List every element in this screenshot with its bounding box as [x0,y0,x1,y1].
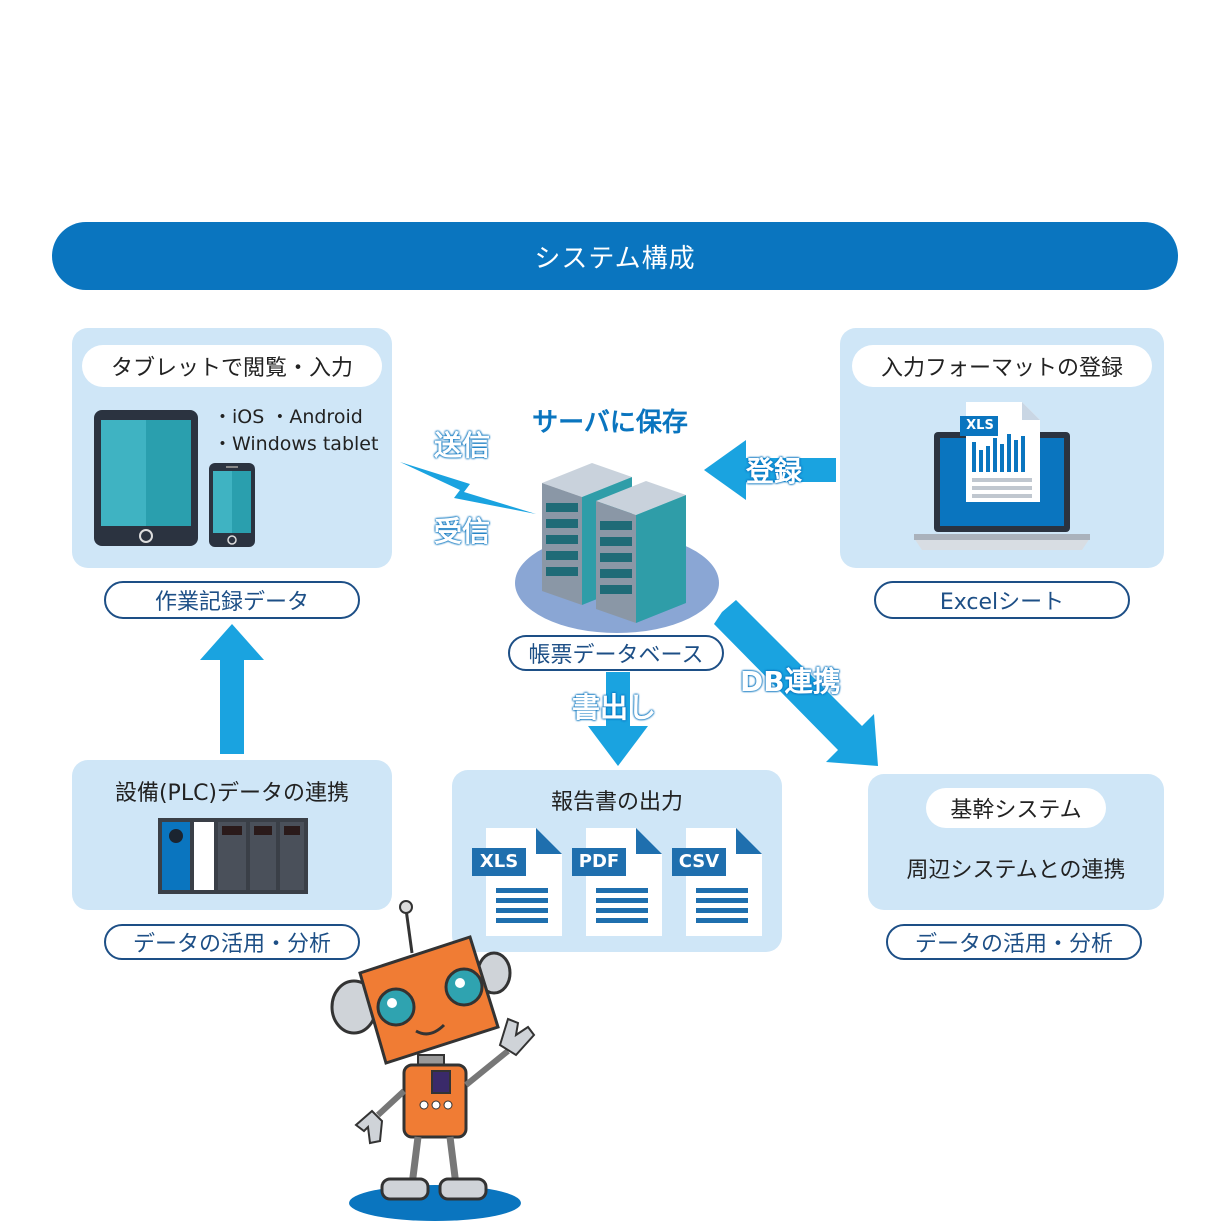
work-record-data-label: 作業記録データ [104,581,360,619]
register-arrow [704,440,836,500]
report-panel-title: 報告書の出力 [550,790,683,815]
excel-file-badge: XLS [966,418,994,433]
receive-label: 受信 [434,515,491,548]
send-label: 送信 [434,429,491,462]
tablet-icon [94,410,198,546]
lightning-bolt-icon [400,462,536,514]
server-icon [515,463,719,633]
core-data-analysis-label: データの活用・分析 [886,924,1142,960]
plc-device-icon [158,818,308,894]
robot-mascot [330,900,536,1221]
csv-file-icon: CSV [672,826,772,938]
smartphone-icon [209,463,255,547]
tablet-panel-title: タブレットで閲覧・入力 [82,345,382,387]
xls-file-label: XLS [479,851,519,872]
register-label: 登録 [746,455,803,488]
plc-data-analysis-label: データの活用・分析 [104,924,360,960]
export-label: 書出し [572,691,657,724]
platforms-line-1: ・iOS ・Android [213,406,363,428]
pdf-file-label: PDF [578,851,620,872]
pdf-file-icon: PDF [572,826,672,938]
excel-sheet-label: Excelシート [874,581,1130,619]
report-database-label: 帳票データベース [508,635,724,671]
core-system-subtitle: 周辺システムとの連携 [906,858,1126,883]
db-link-arrow [714,600,878,766]
csv-file-label: CSV [678,851,720,872]
export-arrow [588,672,648,766]
upload-arrow [200,624,264,754]
server-title: サーバに保存 [532,408,688,438]
excel-panel-title: 入力フォーマットの登録 [852,345,1152,387]
plc-panel-title: 設備(PLC)データの連携 [114,781,350,806]
core-system-title: 基幹システム [926,788,1106,828]
xls-file-icon: XLS [472,826,572,938]
platforms-line-2: ・Windows tablet [213,433,379,455]
db-link-label: DB連携 [740,665,841,698]
diagram-title: システム構成 [52,222,1178,290]
laptop-icon [914,402,1090,550]
